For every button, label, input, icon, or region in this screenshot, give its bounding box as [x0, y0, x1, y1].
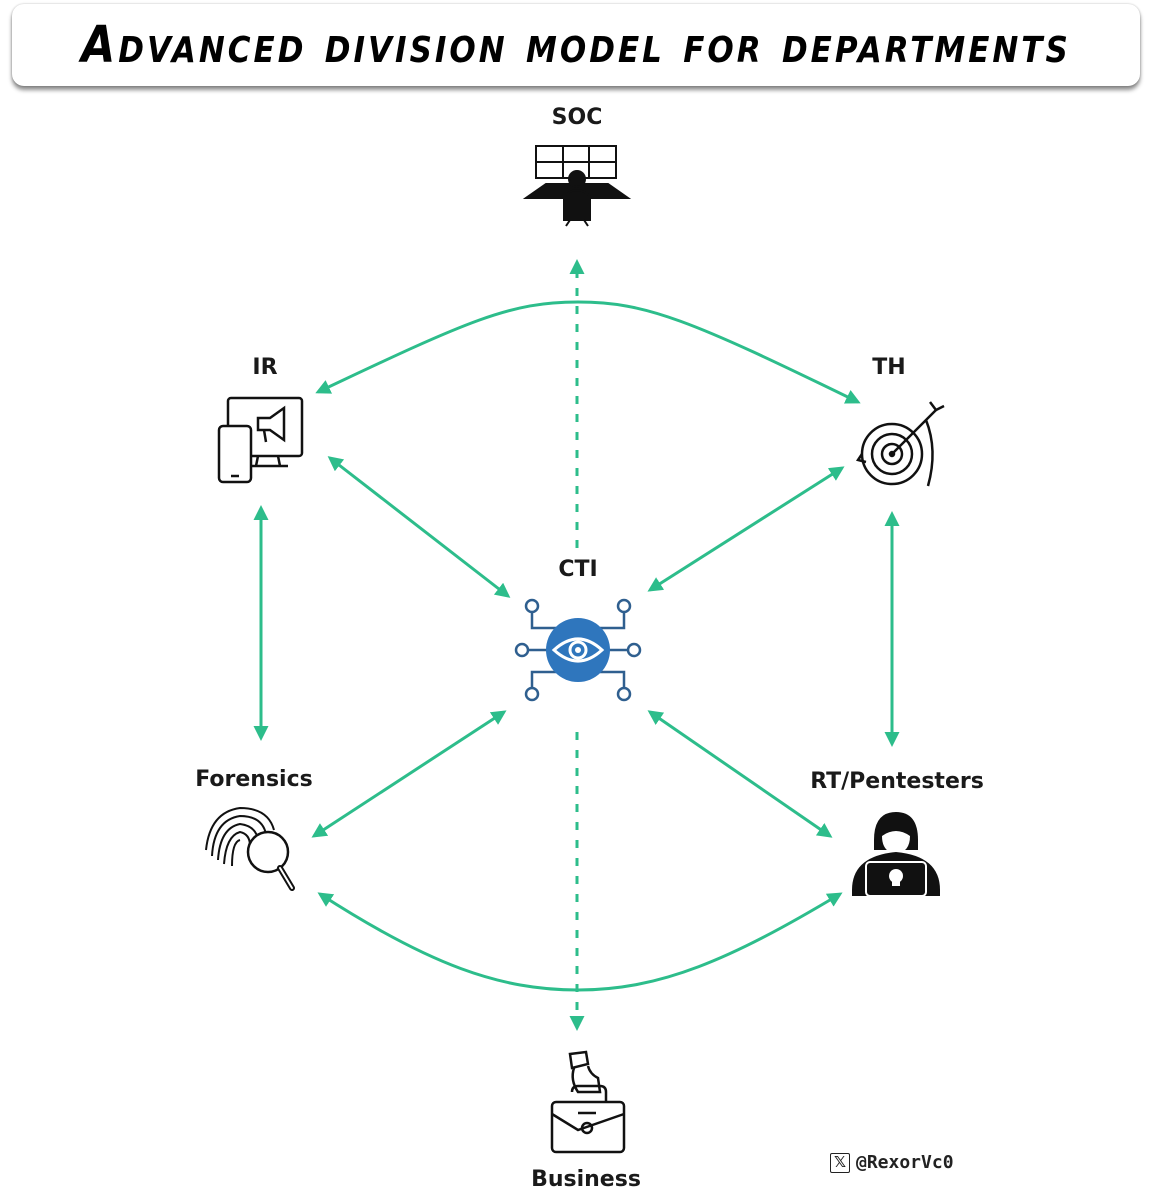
- arrow-ir-th: [315, 300, 861, 404]
- connections: [253, 259, 900, 1031]
- forensics-label: Forensics: [195, 767, 312, 792]
- arrow-forensics-cti: [311, 710, 507, 838]
- node-rt: RT/Pentesters: [810, 769, 984, 897]
- node-ir: IR: [217, 355, 304, 484]
- node-th: TH: [855, 355, 945, 487]
- rt-label: RT/Pentesters: [810, 769, 984, 794]
- ir-label: IR: [252, 355, 277, 380]
- arrow-th-cti: [647, 466, 845, 592]
- soc-operator-icon: [522, 145, 632, 227]
- incident-response-icon: [217, 396, 304, 484]
- eye-network-icon: [514, 598, 642, 702]
- business-label: Business: [531, 1167, 641, 1192]
- cti-label: CTI: [558, 557, 597, 582]
- node-business: Business: [531, 1050, 641, 1192]
- arrow-ir-cti: [327, 456, 511, 598]
- briefcase-hand-icon: [550, 1050, 626, 1154]
- node-cti: CTI: [514, 557, 642, 702]
- soc-label: SOC: [552, 105, 603, 130]
- node-forensics: Forensics: [195, 767, 313, 891]
- fingerprint-magnifier-icon: [205, 806, 295, 891]
- arrow-forensics-rt: [317, 892, 843, 992]
- target-arrow-icon: [855, 401, 945, 487]
- x-logo-icon: 𝕏: [830, 1152, 850, 1173]
- handle-text: @RexorVc0: [856, 1152, 954, 1173]
- arrow-rt-cti: [647, 710, 833, 838]
- node-soc: SOC: [522, 105, 632, 227]
- page-title: Advanced division model for departments: [81, 15, 1071, 75]
- th-label: TH: [872, 355, 905, 380]
- title-banner: Advanced division model for departments: [12, 4, 1140, 86]
- hacker-laptop-icon: [852, 812, 940, 897]
- author-handle: 𝕏 @RexorVc0: [830, 1152, 954, 1173]
